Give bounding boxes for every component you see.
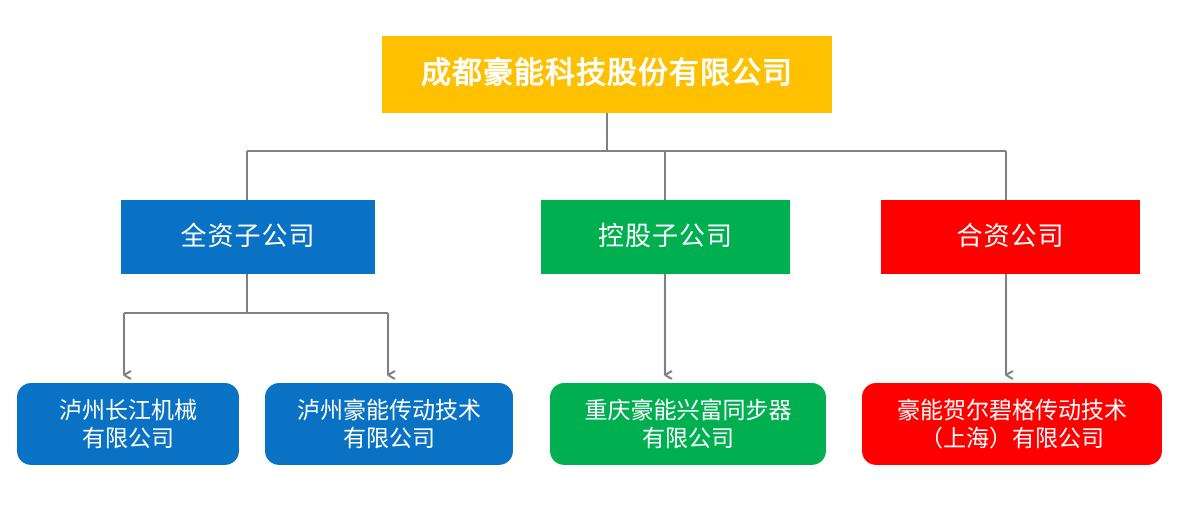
node-subsidiary-hoerbiger-shanghai[interactable]: 豪能贺尔碧格传动技术 （上海）有限公司 [862,383,1162,465]
node-subsidiary-luzhou-haoneng[interactable]: 泸州豪能传动技术 有限公司 [265,383,513,465]
node-category-wholly-owned[interactable]: 全资子公司 [121,200,375,274]
node-subsidiary-chongqing-xingfu[interactable]: 重庆豪能兴富同步器 有限公司 [550,383,826,465]
node-category-holding[interactable]: 控股子公司 [541,200,790,274]
node-category-joint-venture[interactable]: 合资公司 [881,200,1140,274]
node-root-company[interactable]: 成都豪能科技股份有限公司 [382,36,832,113]
node-subsidiary-luzhou-changjiang[interactable]: 泸州长江机械 有限公司 [17,383,239,465]
